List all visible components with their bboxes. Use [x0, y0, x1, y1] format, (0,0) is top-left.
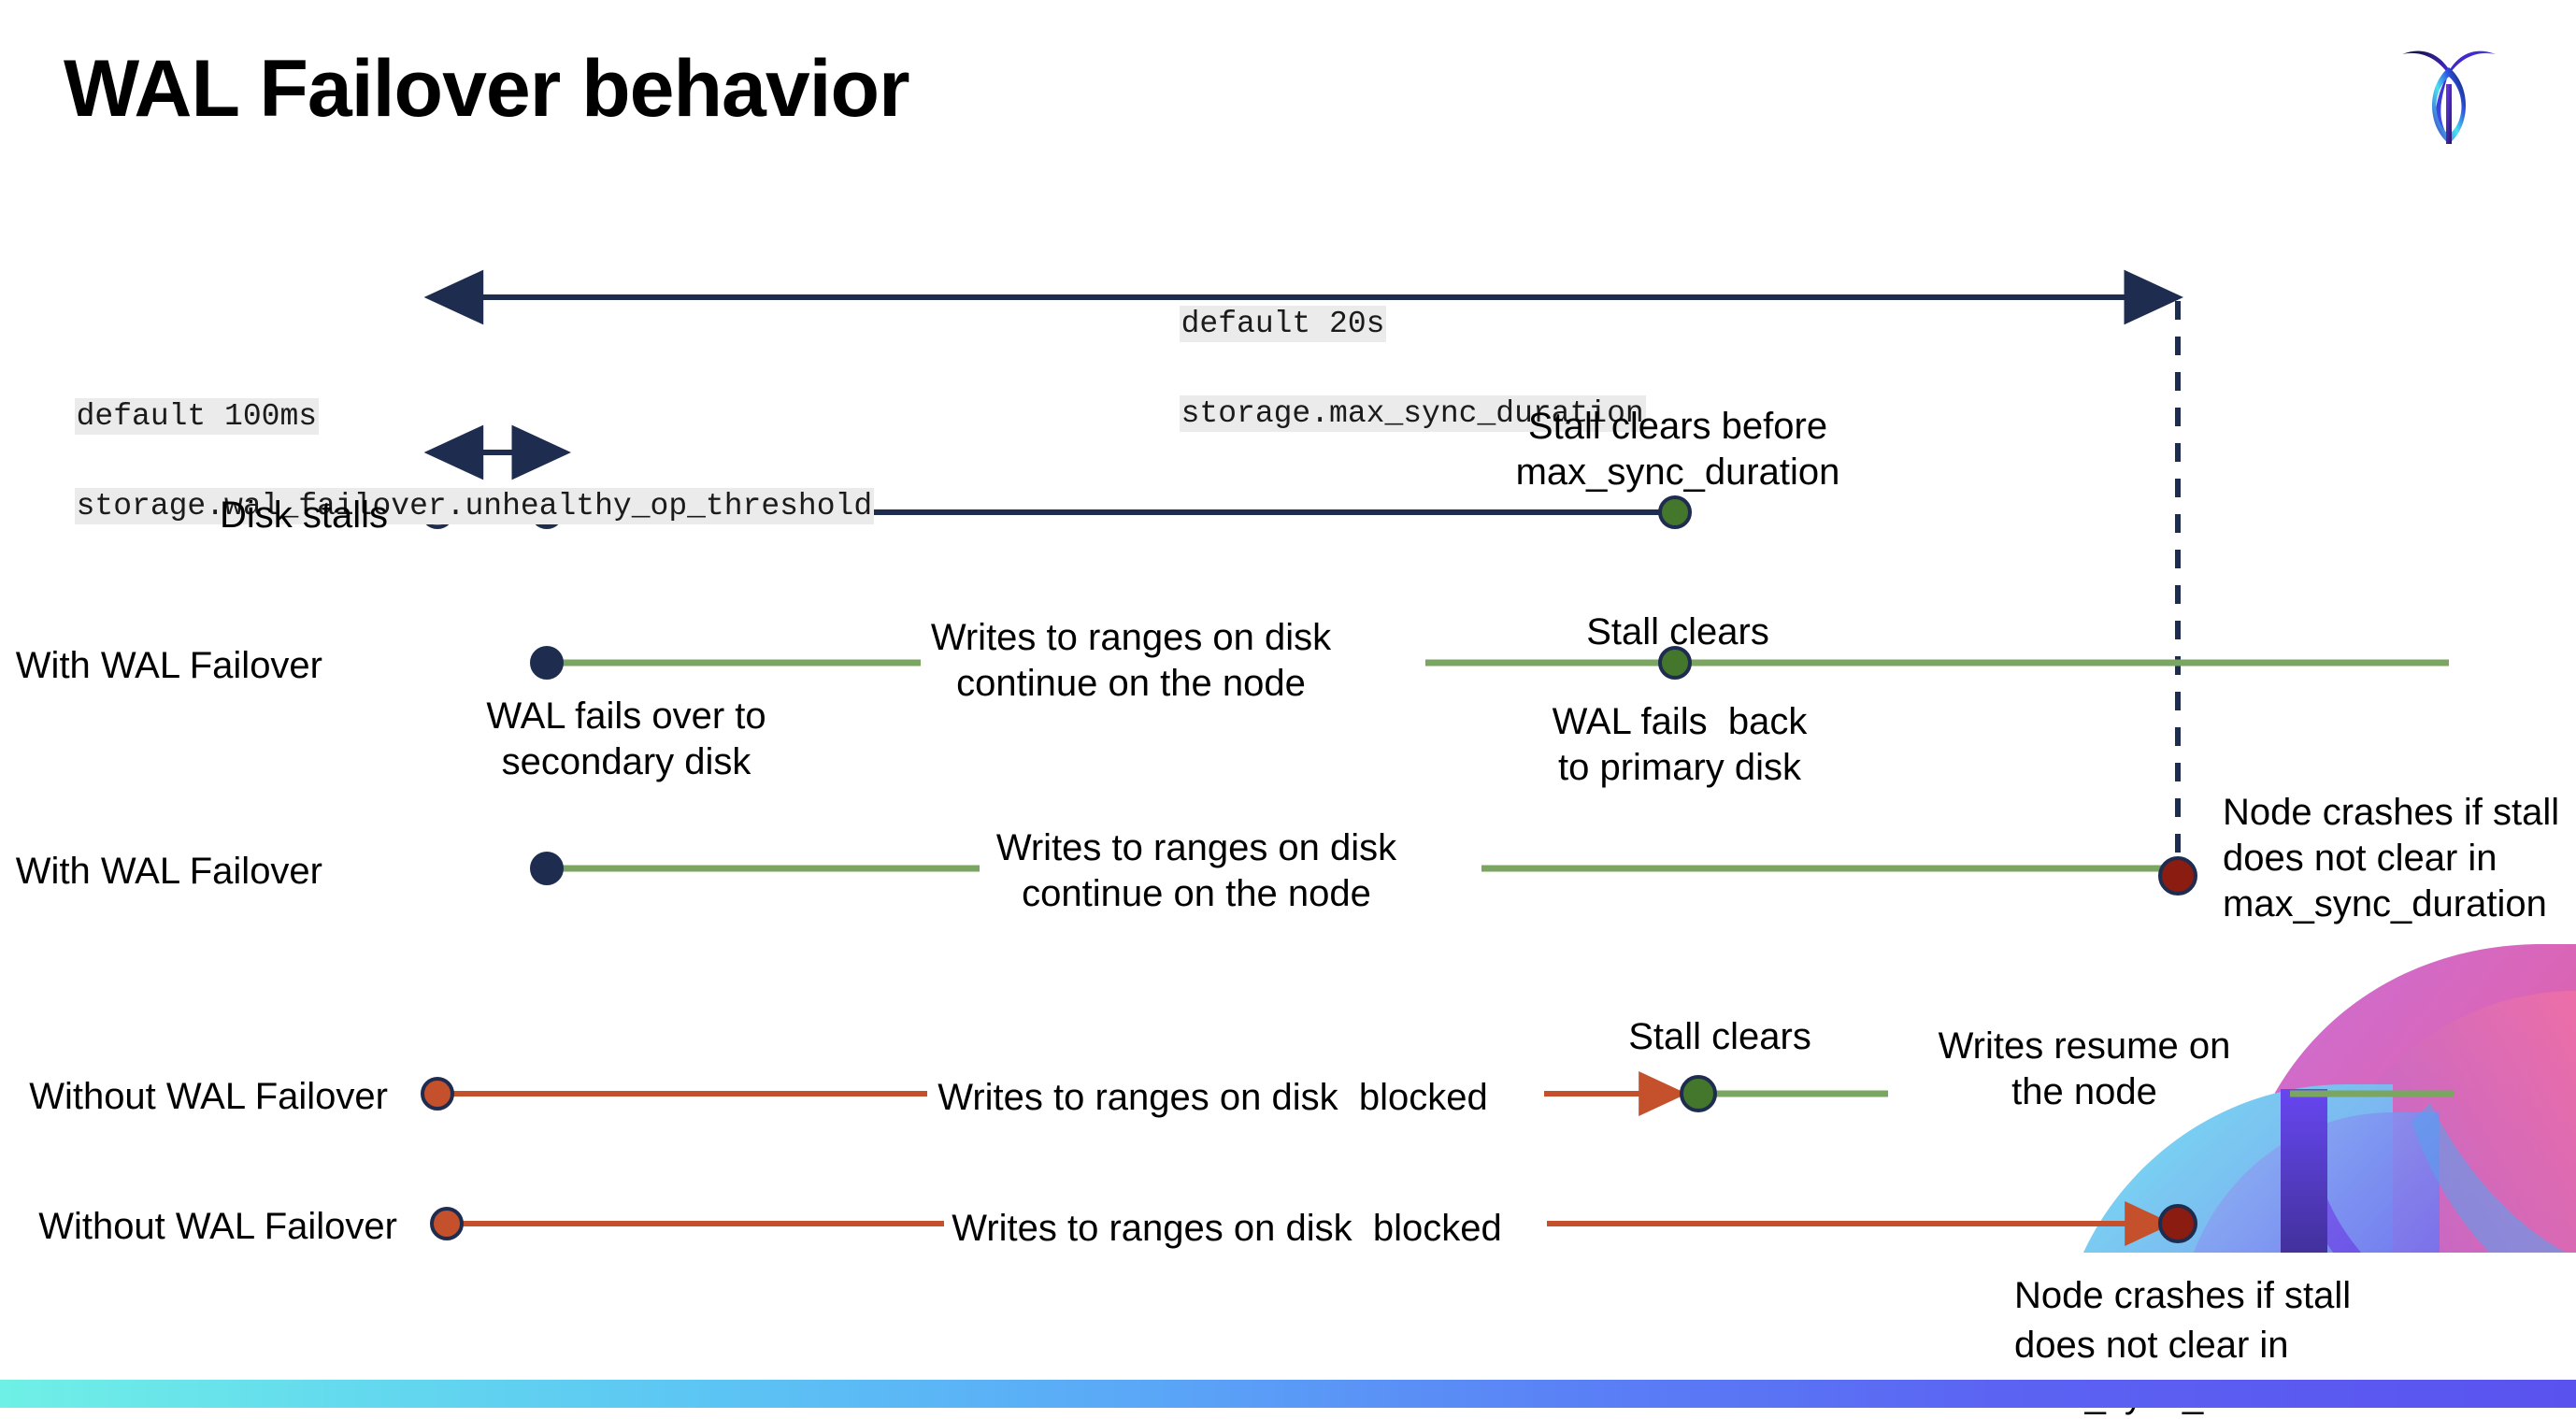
row-without-failover-crash [430, 1201, 2197, 1246]
node-crash-marker [2158, 856, 2197, 896]
note-stall-clears-row4: Stall clears [1628, 1016, 1811, 1057]
note-stall-clears-row2: Stall clears [1586, 611, 1769, 652]
max-sync-duration-setting: storage.max_sync_duration [1179, 394, 1646, 432]
stall-clear-marker [1658, 495, 1692, 529]
note-writes-blocked-row4: Writes to ranges on disk blocked [937, 1077, 1488, 1118]
stall-start-marker [430, 1207, 464, 1240]
unhealthy-op-threshold-default: default 100ms [74, 397, 320, 435]
row-with-failover-clears [530, 646, 2449, 680]
row-label-without-failover-crash: Without WAL Failover [38, 1206, 397, 1247]
note-node-crashes-row3: Node crashes if stall does not clear in … [2223, 792, 2560, 924]
note-writes-blocked-row5: Writes to ranges on disk blocked [952, 1208, 1502, 1249]
note-writes-continue-row2: Writes to ranges on disk continue on the… [930, 617, 1332, 704]
row-label-disk-stalls: Disk stalls [219, 494, 388, 536]
row-label-with-failover-clears: With WAL Failover [15, 645, 322, 686]
row-with-failover-crash [530, 852, 2197, 896]
cockroachdb-logo [2393, 28, 2505, 151]
failover-start-marker [530, 852, 564, 885]
note-wal-fails-back-primary: WAL fails back to primary disk [1552, 701, 1808, 788]
unhealthy-op-threshold-setting: storage.wal_failover.unhealthy_op_thresh… [74, 487, 875, 524]
unhealthy-op-threshold-note: default 100ms storage.wal_failover.unhea… [37, 350, 875, 528]
max-sync-duration-default: default 20s [1179, 305, 1387, 342]
bottom-accent-bar [0, 1380, 2576, 1408]
note-writes-continue-row3: Writes to ranges on disk continue on the… [995, 827, 1397, 914]
row-label-with-failover-crash: With WAL Failover [15, 851, 322, 892]
note-writes-resume: Writes resume on the node [1938, 1025, 2231, 1112]
max-sync-duration-note: default 20s storage.max_sync_duration [1142, 257, 1646, 436]
row-without-failover-clears [421, 1071, 2454, 1116]
node-crash-marker [2158, 1204, 2197, 1243]
note-stall-clears-before-max-sync: Stall clears before max_sync_duration [1515, 406, 1840, 493]
note-wal-fails-over-secondary: WAL fails over to secondary disk [486, 695, 766, 782]
row-label-without-failover-clears: Without WAL Failover [29, 1076, 388, 1117]
stall-start-marker [421, 1077, 454, 1111]
stall-clear-marker [1680, 1075, 1717, 1112]
page-title: WAL Failover behavior [64, 44, 910, 134]
failover-start-marker [530, 646, 564, 680]
stall-clear-marker [1658, 646, 1692, 680]
